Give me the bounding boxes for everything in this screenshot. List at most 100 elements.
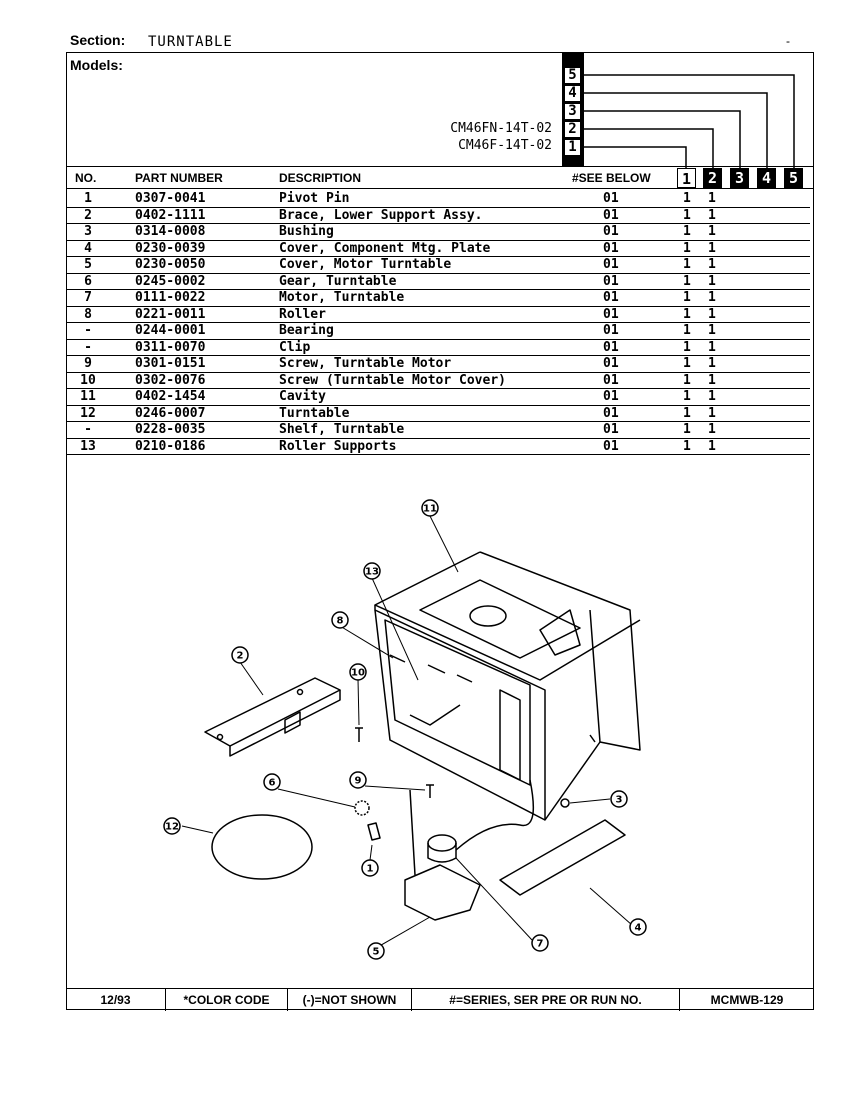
model-2-qty: 1: [708, 339, 716, 355]
part-number: 0307-0041: [135, 191, 206, 206]
turntable-drawing: [211, 814, 313, 880]
part-index: 5: [84, 257, 92, 272]
section-value: TURNTABLE: [148, 34, 233, 50]
model-name-2: CM46FN-14T-02: [450, 121, 552, 136]
part-description: Screw (Turntable Motor Cover): [279, 372, 506, 388]
col-model-3: 3: [730, 168, 749, 188]
see-below-code: 01: [603, 372, 619, 388]
corner-mark: -: [786, 34, 790, 48]
cavity-drawing: [374, 551, 641, 821]
screw-10-drawing: [355, 727, 363, 742]
part-number: 0402-1111: [135, 207, 206, 223]
part-index: 4: [84, 240, 92, 256]
model-2-qty: 1: [708, 405, 716, 421]
gear-drawing: [354, 800, 370, 816]
callout-bubble: [361, 859, 379, 877]
part-description: Shelf, Turntable: [279, 422, 405, 437]
see-below-code: 01: [603, 422, 619, 437]
part-number: 0210-0186: [135, 438, 206, 454]
part-description: Brace, Lower Support Assy.: [279, 207, 483, 223]
part-description: Roller: [279, 306, 326, 322]
selector-4: 4: [564, 85, 581, 102]
see-below-code: 01: [603, 405, 619, 421]
model-1-qty: 1: [683, 438, 691, 454]
col-model-4: 4: [757, 168, 776, 188]
selector-5: 5: [564, 67, 581, 84]
callout-bubble: [610, 790, 628, 808]
part-description: Cavity: [279, 389, 326, 404]
callout-bubble: [421, 499, 439, 517]
part-index: 6: [84, 273, 92, 289]
see-below-code: 01: [603, 306, 619, 322]
motor-drawing: [427, 834, 457, 863]
part-number: 0221-0011: [135, 306, 206, 322]
callout-bubble: [263, 773, 281, 791]
model-1-qty: 1: [683, 207, 691, 223]
see-below-code: 01: [603, 257, 619, 272]
selector-1: 1: [564, 139, 581, 156]
callout-number: 11: [423, 504, 437, 515]
see-below-code: 01: [603, 191, 619, 206]
model-1-qty: 1: [683, 257, 691, 272]
model-1-qty: 1: [683, 191, 691, 206]
model-1-qty: 1: [683, 224, 691, 239]
callout-number: 2: [237, 651, 244, 662]
model-2-qty: 1: [708, 257, 716, 272]
part-index: 8: [84, 306, 92, 322]
part-description: Bushing: [279, 224, 334, 239]
col-model-1: 1: [677, 168, 696, 188]
callout-bubble: [363, 562, 381, 580]
part-index: 10: [80, 372, 96, 388]
col-no: NO.: [75, 171, 97, 185]
model-1-qty: 1: [683, 290, 691, 305]
col-model-5: 5: [784, 168, 803, 188]
model-2-qty: 1: [708, 240, 716, 256]
model-2-qty: 1: [708, 273, 716, 289]
part-number: 0244-0001: [135, 323, 206, 338]
callout-number: 13: [365, 567, 379, 578]
callout-bubble: [531, 934, 549, 952]
part-number: 0314-0008: [135, 224, 206, 239]
pivot-pin-drawing: [367, 822, 381, 841]
model-2-qty: 1: [708, 438, 716, 454]
footer-row: 12/93 *COLOR CODE (-)=NOT SHOWN #=SERIES…: [66, 988, 814, 1011]
see-below-code: 01: [603, 240, 619, 256]
callout-number: 5: [373, 947, 380, 958]
model-1-qty: 1: [683, 273, 691, 289]
parts-list-frame: [66, 52, 814, 1010]
part-description: Motor, Turntable: [279, 290, 405, 305]
part-index: 13: [80, 438, 96, 454]
plate-cover-drawing: [499, 819, 626, 896]
model-1-qty: 1: [683, 405, 691, 421]
callout-bubble: [367, 942, 385, 960]
model-1-qty: 1: [683, 306, 691, 322]
selector-2: 2: [564, 121, 581, 138]
col-model-2: 2: [703, 168, 722, 188]
part-index: -: [84, 339, 92, 355]
part-number: 0246-0007: [135, 405, 206, 421]
callout-bubble: [349, 663, 367, 681]
section-label: Section:: [70, 32, 126, 48]
part-number: 0230-0050: [135, 257, 206, 272]
callout-number: 3: [616, 795, 623, 806]
bushing-drawing: [560, 798, 570, 808]
models-label: Models:: [70, 57, 123, 73]
part-index: 7: [84, 290, 92, 305]
callout-number: 6: [269, 778, 276, 789]
model-1-qty: 1: [683, 339, 691, 355]
part-number: 0230-0039: [135, 240, 206, 256]
screw-9-drawing: [426, 784, 434, 798]
model-2-qty: 1: [708, 323, 716, 338]
see-below-code: 01: [603, 224, 619, 239]
part-number: 0245-0002: [135, 273, 206, 289]
footer-doc-number: MCMWB-129: [710, 993, 784, 1007]
callout-number: 12: [165, 822, 179, 833]
